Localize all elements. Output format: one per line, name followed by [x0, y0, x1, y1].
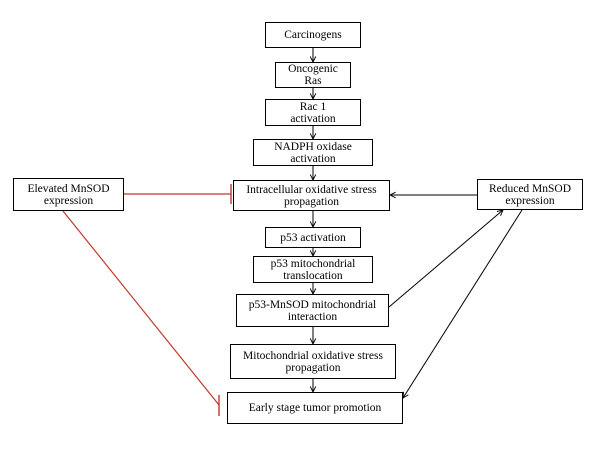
node-carcinogens: Carcinogens	[265, 22, 361, 48]
node-early-stage-tumor-promotion: Early stage tumor promotion	[227, 392, 403, 424]
node-oncogenic-ras: Oncogenic Ras	[275, 62, 351, 88]
node-p53-activation: p53 activation	[265, 227, 361, 248]
arrow-interaction-to-reduced	[388, 210, 503, 308]
node-mitochondrial-oxidative-stress: Mitochondrial oxidative stress propagati…	[230, 344, 396, 379]
node-reduced-mnsod: Reduced MnSOD expression	[477, 179, 583, 210]
node-elevated-mnsod: Elevated MnSOD expression	[13, 178, 124, 211]
inhibit-elevated-to-early	[62, 210, 220, 406]
node-p53-mitochondrial-translocation: p53 mitochondrial translocation	[253, 256, 373, 283]
arrow-reduced-to-early	[403, 209, 523, 398]
node-intracellular-oxidative-stress: Intracellular oxidative stress propagati…	[233, 180, 390, 211]
node-nadph-oxidase-activation: NADPH oxidase activation	[253, 139, 373, 166]
node-rac1-activation: Rac 1 activation	[265, 99, 361, 126]
node-p53-mnsod-interaction: p53-MnSOD mitochondrial interaction	[236, 294, 389, 327]
